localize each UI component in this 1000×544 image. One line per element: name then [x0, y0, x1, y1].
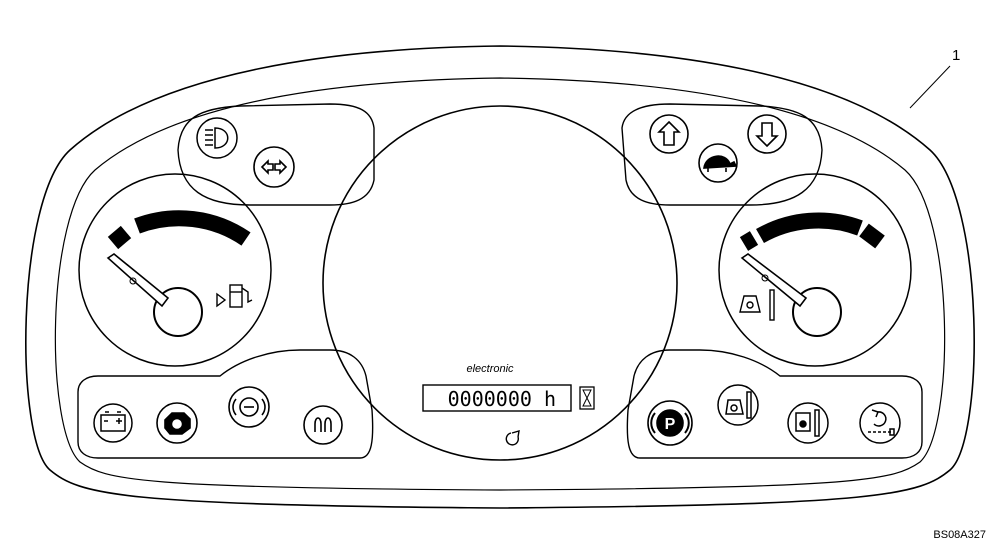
temperature-hot-marker [859, 223, 885, 249]
coolant-thermometer-icon [739, 289, 775, 321]
battery-charge-icon [93, 403, 133, 443]
fuel-pump-icon [216, 284, 253, 308]
hydraulic-oil-temperature-icon [787, 402, 829, 444]
engine-coolant-temperature-icon [717, 384, 759, 426]
hourglass-icon [579, 386, 595, 410]
outer-bezel [25, 45, 975, 509]
parking-brake-icon: P [647, 400, 693, 446]
temperature-scale-arc [756, 212, 863, 244]
coolant-temperature-gauge [718, 173, 912, 367]
brand-label: electronic [466, 363, 514, 375]
shift-down-icon [747, 114, 787, 154]
hour-meter-box [422, 384, 572, 412]
callout-number: 1 [952, 47, 960, 64]
inner-panel [77, 103, 923, 459]
central-display: electronic 0000000 h [322, 105, 678, 461]
turn-signal-indicator-icon [253, 146, 295, 188]
fuel-scale-arc [134, 210, 251, 246]
preheat-glow-plug-icon [303, 405, 343, 445]
fuel-level-gauge [78, 173, 272, 367]
slow-speed-tortoise-icon [698, 143, 738, 183]
reference-code: BS08A327 [933, 529, 986, 541]
fuel-needle [106, 253, 170, 308]
hour-meter-value: 0000000 h [448, 387, 556, 411]
fuel-reserve-marker [107, 225, 132, 250]
service-indicator-icon [505, 430, 520, 446]
engine-oil-pressure-icon [156, 402, 198, 444]
callout-leader [909, 65, 951, 109]
svg-text:P: P [665, 416, 676, 433]
temperature-cold-marker [739, 231, 759, 251]
shift-up-icon [649, 114, 689, 154]
transmission-icon [859, 402, 901, 444]
headlight-high-beam-icon [196, 117, 238, 159]
brake-fault-icon [228, 386, 270, 428]
temperature-needle [740, 253, 808, 308]
